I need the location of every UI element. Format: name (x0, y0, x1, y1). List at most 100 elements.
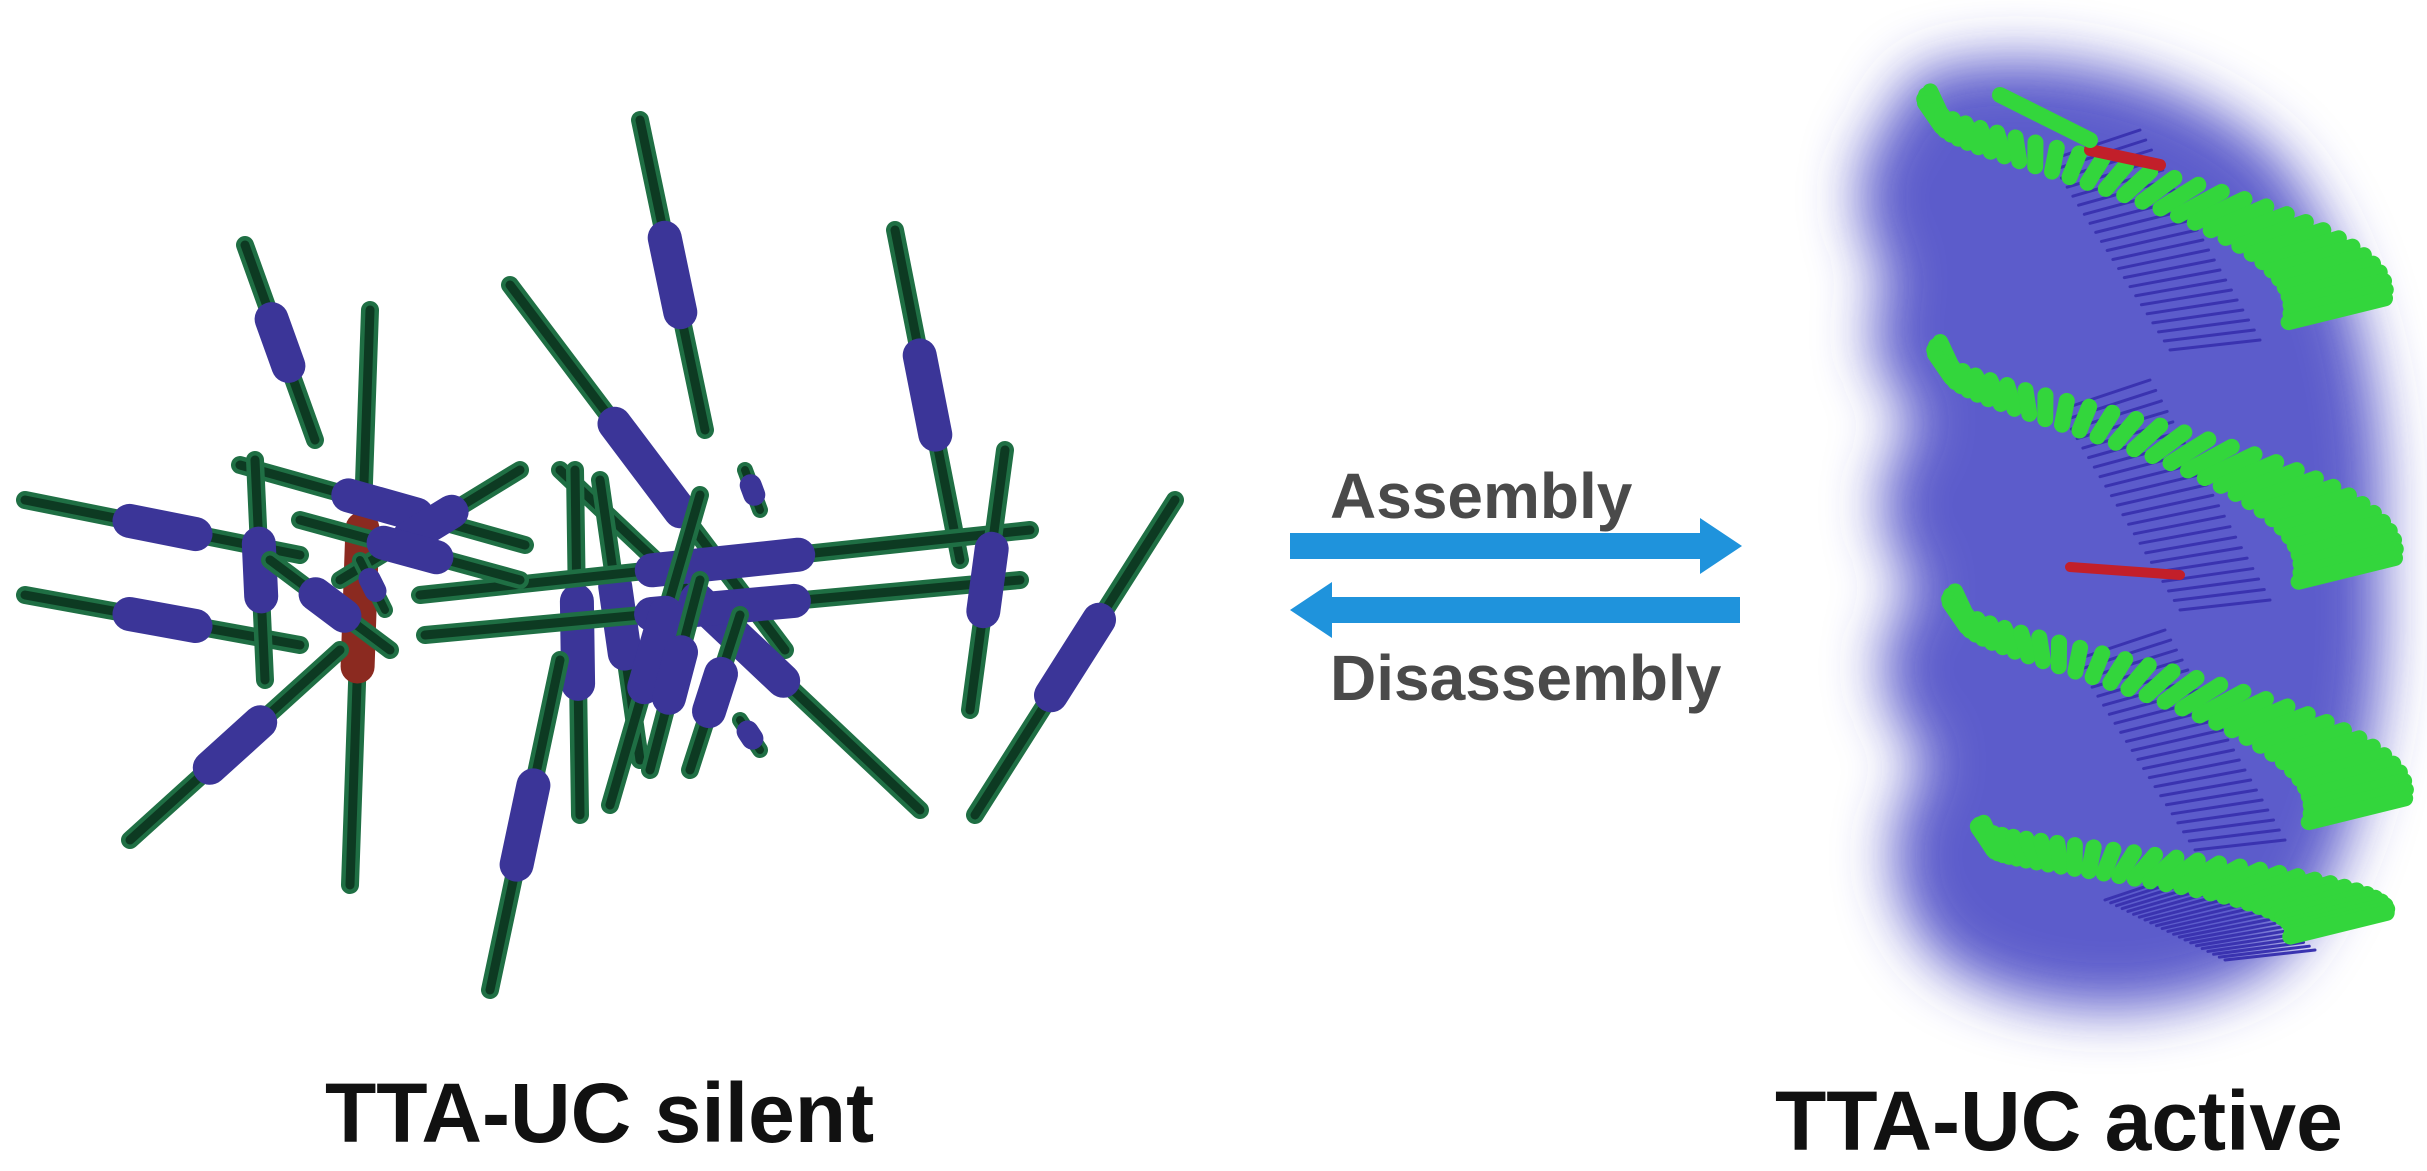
helix-linker (2138, 525, 2232, 545)
helix-rod (2156, 669, 2205, 710)
chromophore-core (627, 595, 683, 705)
helix-linker (2172, 588, 2266, 602)
helix-rod (1972, 119, 1999, 160)
assembly-label: Assembly (1330, 460, 1633, 532)
helix-rod (2061, 145, 2088, 186)
helix-rod (2202, 198, 2275, 239)
helix-rod (2071, 398, 2098, 439)
helix-red-segment (2065, 562, 2185, 580)
helix-rod (2291, 747, 2393, 787)
helix-rod (2126, 417, 2169, 458)
chromophore-core (736, 720, 764, 750)
helix-rod (2138, 663, 2181, 704)
helix-rod (2282, 273, 2393, 313)
helix-rod (2049, 834, 2070, 875)
helix-rod (2107, 411, 2145, 451)
chromophore-core (966, 531, 1009, 629)
helix-linker (2182, 818, 2276, 834)
helix-linker (2121, 493, 2215, 517)
helix-rod (2152, 176, 2207, 217)
helix-rod (1981, 615, 2011, 656)
helix-rod (2300, 790, 2414, 831)
helix-rod (2280, 290, 2394, 331)
helix-linker (2073, 628, 2167, 662)
chromophore-core (366, 525, 454, 575)
helix-rod (1982, 372, 2009, 412)
helix-linker (2223, 948, 2317, 962)
helix-rod (2264, 722, 2352, 762)
chromophore-core (112, 503, 213, 552)
helix-linker (2200, 933, 2294, 951)
helix-rod (2005, 828, 2035, 869)
helical-assembly (1860, 60, 2414, 1009)
chromophore-core (647, 220, 698, 330)
helix-linker (2178, 598, 2272, 612)
helix-rod (2044, 139, 2065, 180)
helix-linker (2193, 838, 2287, 852)
helix-rod (2202, 861, 2269, 902)
helix-linker (2166, 910, 2260, 933)
helix-linker (2117, 248, 2211, 271)
helix-rod (2280, 264, 2388, 305)
chromophore-core (241, 526, 279, 614)
chromophore-core (112, 597, 213, 643)
helix-linker (2136, 738, 2230, 762)
helix-rod (1967, 367, 1997, 408)
helix-rod (1957, 115, 1987, 156)
helix-rod (2017, 382, 2038, 422)
helix-rod (2018, 830, 2045, 871)
helix-linker (2168, 338, 2262, 352)
helix-rod (2208, 690, 2274, 731)
helix-rod (2223, 698, 2296, 739)
helix-linker (2164, 788, 2258, 807)
chromophore-core (1034, 602, 1116, 713)
helix-linker (2058, 378, 2152, 412)
helix-rod (2054, 392, 2075, 433)
assembly-arrow (1290, 518, 1742, 574)
disassembly-label: Disassembly (1330, 642, 1722, 714)
helix-rod (2286, 513, 2392, 554)
helix-rod (2084, 645, 2111, 686)
helix-rod (2186, 190, 2253, 231)
helix-linker (2206, 937, 2300, 953)
helix-rod (2274, 730, 2368, 771)
helix-linker (2142, 748, 2236, 771)
helix-linker (2147, 758, 2241, 780)
helix-rod (2227, 462, 2305, 502)
helix-rod (1992, 87, 2098, 148)
helix-rod (2102, 651, 2134, 691)
helix-rod (2111, 844, 2142, 885)
helix-rod (1999, 377, 2023, 417)
chromophore-core (652, 635, 698, 715)
helix-rod (2097, 157, 2135, 197)
helix-linker (2099, 218, 2193, 243)
helix-rod (2032, 832, 2057, 873)
helix-rod (2031, 629, 2052, 670)
helix-rod (2212, 454, 2285, 494)
helix-linker (2149, 546, 2243, 564)
helix-rod (2162, 431, 2217, 472)
helix-linker (2127, 504, 2221, 526)
helix-rod (1989, 124, 2013, 165)
helix-rod (2196, 446, 2263, 487)
chromophore-core (254, 302, 306, 383)
helix-rod (2157, 852, 2206, 893)
helix-rod (1996, 619, 2023, 660)
helix-rods (1916, 83, 2414, 962)
helix-linker (2167, 577, 2261, 593)
chromophore-core (499, 768, 551, 882)
helix-rod (2292, 531, 2403, 572)
helix-red-segment (2084, 144, 2166, 171)
helix-rod (2252, 714, 2335, 754)
helix-linker (2170, 798, 2264, 816)
disordered-rods (16, 111, 1184, 999)
chromophore-core (298, 577, 362, 633)
helix-rod (2290, 522, 2398, 563)
helix-rod (2067, 639, 2089, 680)
helix-rod (2264, 487, 2357, 528)
chromophore-core (597, 406, 698, 529)
helix-rod (2089, 404, 2121, 445)
helix-linker (2144, 535, 2238, 555)
helix-linker (2105, 228, 2199, 252)
helix-rod (2282, 904, 2395, 945)
